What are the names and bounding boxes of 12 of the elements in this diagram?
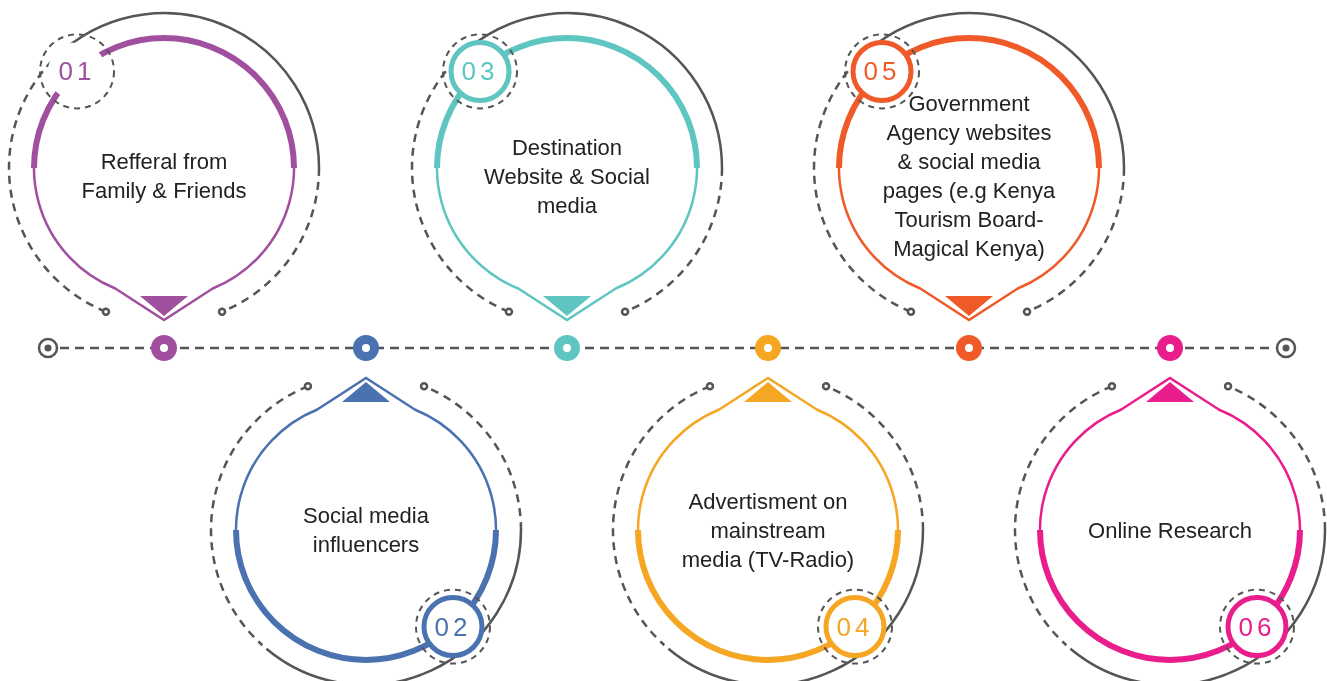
step-number: 02 [433,611,473,642]
step-text: Government Agency websites & social media pages (e.g Kenya Tourism Board-Magical Kenya) [881,90,1057,263]
step-number: 04 [835,611,875,642]
step-number: 03 [460,56,500,87]
step-number: 05 [862,56,902,87]
step-number: 06 [1237,611,1277,642]
step-text: Destination Website & Social media [483,133,651,220]
step-text: Refferal from Family & Friends [80,148,248,205]
step-text: Social media influencers [302,502,430,559]
step-text: Online Research [1087,516,1253,545]
step-text: Advertisment on mainstream media (TV-Radio) [680,487,856,574]
step-number: 01 [57,56,97,87]
